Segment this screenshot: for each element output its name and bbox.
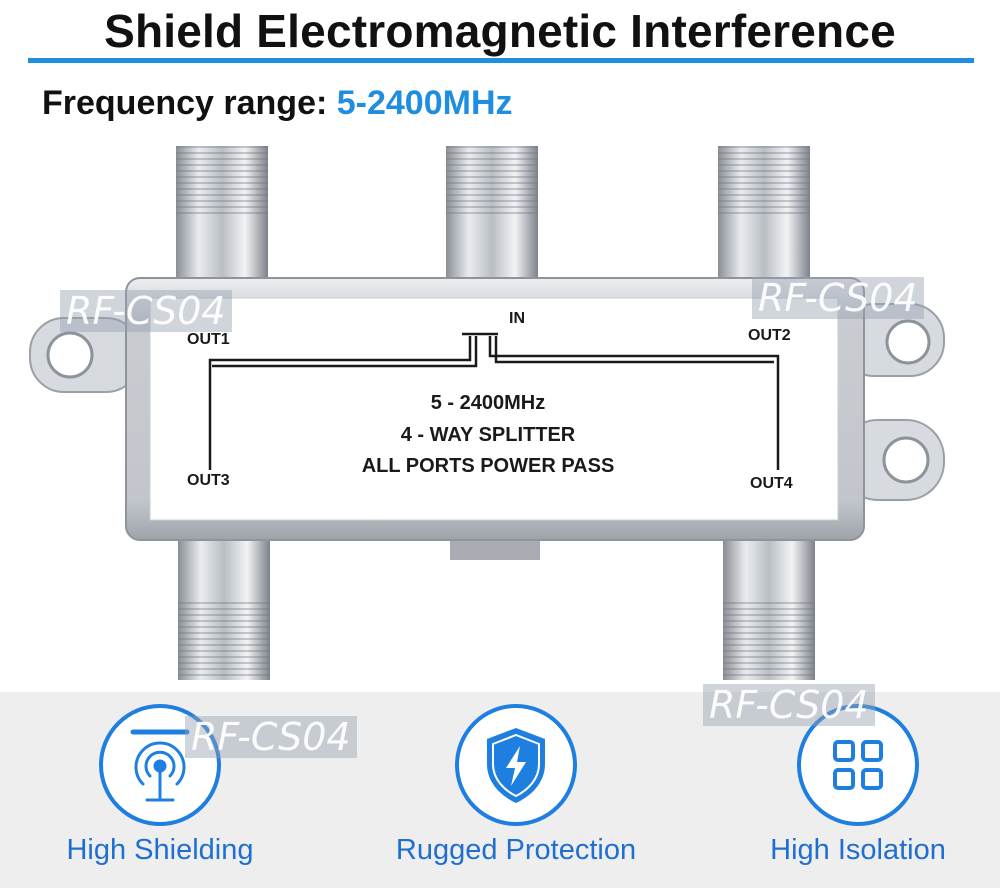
antenna-icon bbox=[99, 704, 221, 826]
port-label-out1: OUT1 bbox=[187, 331, 230, 348]
splitter-product-image: IN OUT1 OUT2 OUT3 OUT4 5 - 2400MHz 4 - W… bbox=[0, 130, 1000, 700]
frequency-range: Frequency range: 5-2400MHz bbox=[42, 84, 513, 123]
watermark: RF-CS04 bbox=[185, 716, 357, 758]
feature-label: High Shielding bbox=[66, 834, 254, 866]
feature-high-isolation: High Isolation bbox=[708, 692, 1000, 888]
port-label-out2: OUT2 bbox=[748, 327, 791, 344]
shield-lightning-icon bbox=[455, 704, 577, 826]
port-label-out3: OUT3 bbox=[187, 472, 230, 489]
watermark: RF-CS04 bbox=[60, 290, 232, 332]
frequency-label: Frequency range: bbox=[42, 84, 337, 122]
spec-frequency: 5 - 2400MHz bbox=[430, 392, 546, 414]
spec-type: 4 - WAY SPLITTER bbox=[400, 424, 576, 446]
title-underline bbox=[28, 58, 974, 63]
top-connectors bbox=[176, 146, 810, 286]
spec-power-pass: ALL PORTS POWER PASS bbox=[361, 455, 615, 477]
watermark: RF-CS04 bbox=[703, 684, 875, 726]
grid-squares-icon bbox=[797, 704, 919, 826]
page-title: Shield Electromagnetic Interference bbox=[104, 5, 896, 57]
feature-label: High Isolation bbox=[770, 834, 946, 866]
mounting-ears bbox=[29, 303, 945, 501]
watermark: RF-CS04 bbox=[752, 277, 924, 319]
feature-label: Rugged Protection bbox=[395, 834, 637, 866]
features-band: High Shielding Rugged Protection High Is… bbox=[0, 692, 1000, 888]
feature-rugged-protection: Rugged Protection bbox=[366, 692, 666, 888]
feature-high-shielding: High Shielding bbox=[10, 692, 310, 888]
circuit-lines bbox=[208, 332, 780, 470]
port-label-out4: OUT4 bbox=[750, 475, 793, 492]
bottom-connectors bbox=[178, 520, 815, 680]
port-label-in: IN bbox=[509, 310, 525, 327]
frequency-value: 5-2400MHz bbox=[336, 84, 513, 122]
